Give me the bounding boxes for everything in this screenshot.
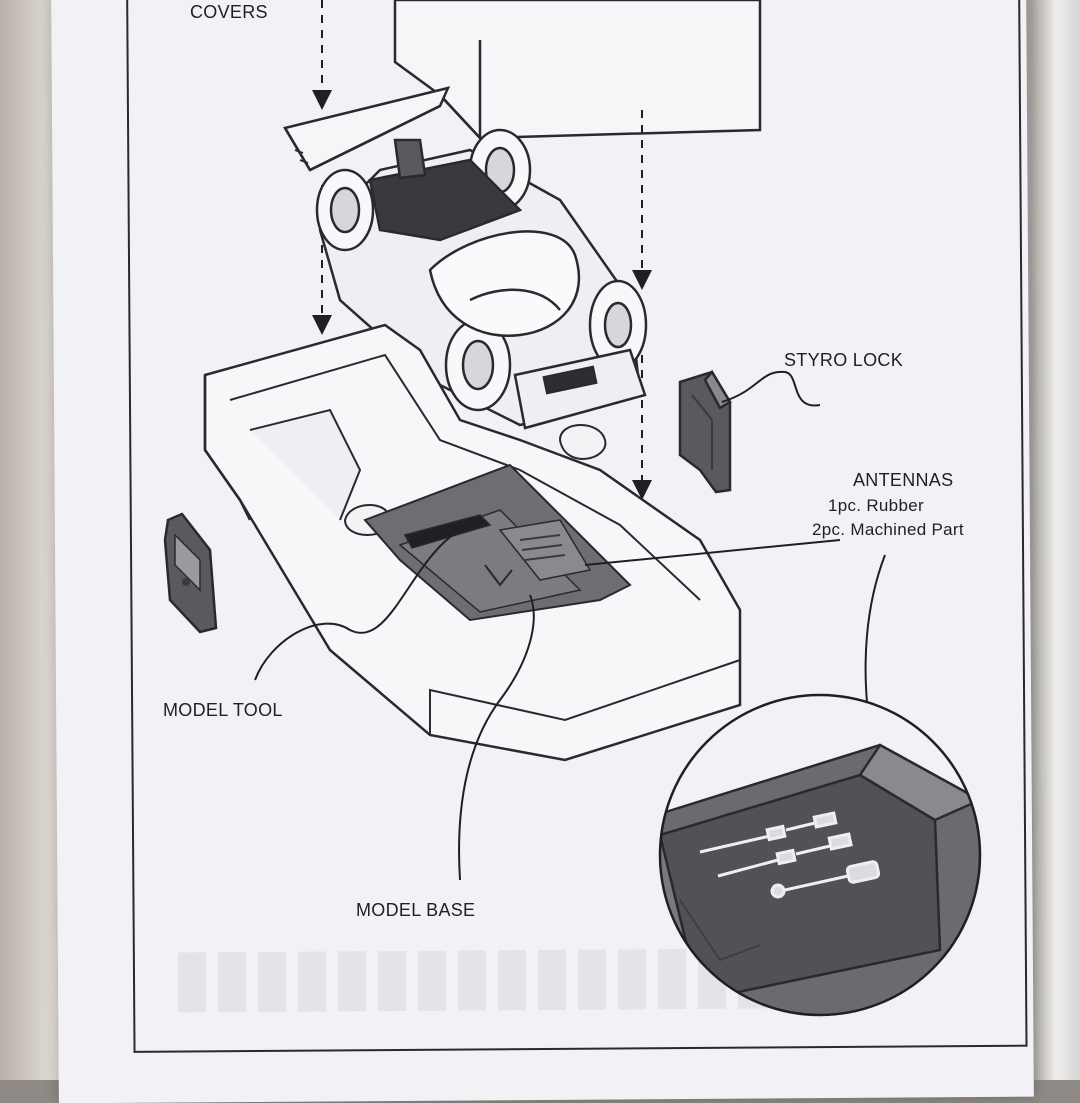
top-foam-cover: [393, 0, 762, 142]
styro-lock-part: [678, 369, 732, 494]
guide-arrows: [312, 0, 652, 500]
antenna-rubber: [770, 860, 881, 899]
antenna-detail-circle: [658, 693, 982, 1017]
packing-diagram: [163, 0, 982, 1017]
antennas-machined-label: 2pc. Machined Part: [812, 520, 964, 539]
styro-lock-label: STYRO LOCK: [784, 350, 904, 370]
model-tool-label: MODEL TOOL: [163, 700, 283, 720]
antenna-machined-2: [717, 832, 853, 878]
covers-label: COVERS: [190, 2, 268, 22]
race-car-model: [315, 128, 648, 430]
antennas-rubber-label: 1pc. Rubber: [828, 496, 924, 515]
antennas-title-label: ANTENNAS: [853, 470, 954, 490]
model-base-label: MODEL BASE: [356, 900, 476, 920]
spoiler-piece: [283, 86, 451, 172]
side-lock-part: [163, 512, 218, 634]
antenna-machined-1: [699, 811, 838, 854]
foam-base-tray: [203, 323, 742, 762]
